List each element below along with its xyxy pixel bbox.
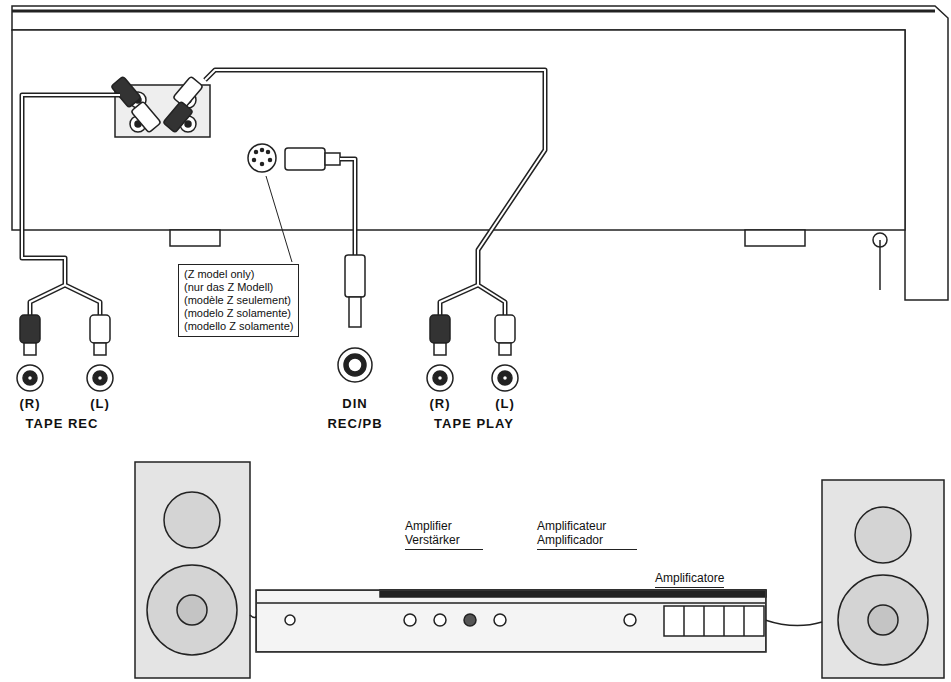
rca-plugs-and-jacks (492, 365, 518, 391)
din-socket-and-plug (248, 144, 276, 172)
callout-leader (266, 176, 292, 262)
amplifier-front (285, 615, 295, 625)
cables (22, 95, 120, 315)
tape-deck-housing (12, 10, 935, 13)
din-cable-plug-and-jack (349, 297, 361, 327)
din-socket-and-plug (255, 151, 258, 154)
note-text: (nur das Z Modell) (184, 281, 293, 294)
rca-plugs-and-jacks (28, 376, 33, 381)
rca-plugs-and-jacks (94, 343, 106, 355)
din-socket-and-plug (267, 151, 270, 154)
jack-label: (R) (429, 396, 450, 411)
cables (340, 159, 355, 255)
speakers (822, 480, 944, 678)
note-text: (Z model only) (184, 268, 293, 281)
rca-plugs-and-jacks (427, 365, 453, 391)
note-text: (modelo Z solamente) (184, 307, 293, 320)
din-cable-plug-and-jack (338, 348, 372, 382)
speakers (135, 462, 250, 678)
tape-deck-housing (745, 230, 805, 246)
din-cable-plug-and-jack (338, 255, 372, 382)
rca-plugs-and-jacks (24, 343, 36, 355)
callout-leader (266, 176, 292, 262)
amplifier-front (703, 606, 705, 636)
tape-deck-housing (170, 230, 220, 246)
rca-plugs-and-jacks (93, 371, 107, 385)
rca-plugs-and-jacks (23, 371, 37, 385)
din-cable-plug-and-jack (348, 358, 362, 372)
jack-label: TAPE REC (26, 416, 99, 431)
speakers (135, 462, 944, 678)
amplifier-front (494, 614, 506, 626)
rca-plugs-in-deck (131, 101, 161, 133)
amplifier-front (434, 614, 446, 626)
rca-plugs-and-jacks (503, 376, 508, 381)
rca-plugs-and-jacks (433, 371, 447, 385)
amplifier-front (723, 606, 725, 636)
jack-panel (185, 121, 191, 127)
rca-plugs-and-jacks (438, 376, 443, 381)
amplifier-label: Amplificatore (655, 571, 724, 588)
speaker-wires (765, 620, 822, 626)
rca-plugs-in-deck (163, 101, 193, 133)
amplifier-label: Amplifier Verstärker (405, 519, 483, 550)
rca-plugs-and-jacks (430, 315, 450, 343)
rca-plugs-and-jacks (499, 343, 511, 355)
note-text: (modèle Z seulement) (184, 294, 293, 307)
amplifier-front (256, 602, 766, 604)
speakers (838, 575, 928, 665)
cables (22, 95, 120, 315)
speakers (177, 595, 207, 625)
amplifier-label: Amplificateur Amplificador (537, 519, 637, 550)
rca-plugs-and-jacks (90, 315, 110, 343)
note-text: (modello Z solamente) (184, 320, 293, 333)
speakers (868, 605, 898, 635)
cables (340, 159, 355, 255)
jack-label: (L) (90, 396, 110, 411)
jack-label: (L) (495, 396, 515, 411)
din-socket-and-plug (253, 159, 256, 162)
rca-plugs-and-jacks (495, 315, 515, 343)
amplifier-front (380, 590, 766, 597)
amplifier-front (464, 614, 476, 626)
rca-plugs-and-jacks (20, 315, 40, 343)
rca-plugs-and-jacks (434, 343, 446, 355)
din-socket-and-plug (248, 144, 340, 172)
amplifier-front (624, 614, 636, 626)
amplifier-front (743, 606, 745, 636)
rca-plugs-and-jacks (87, 365, 113, 391)
amplifier-front (256, 590, 766, 652)
rca-plugs-and-jacks (98, 376, 103, 381)
din-socket-and-plug (261, 149, 264, 152)
amplifier-front (664, 606, 764, 636)
amplifier-front (683, 606, 685, 636)
amplifier-front (404, 614, 416, 626)
rca-plugs-in-deck (173, 76, 203, 108)
din-socket-and-plug (285, 148, 325, 170)
rca-plugs-and-jacks (498, 371, 512, 385)
din-cable-plug-and-jack (344, 354, 366, 376)
amplifier-front (256, 590, 766, 652)
din-cable-plug-and-jack (345, 255, 365, 297)
speakers (164, 492, 220, 548)
rca-plugs-and-jacks (17, 365, 43, 391)
rca-plugs-in-deck (111, 76, 141, 108)
speakers (855, 507, 911, 563)
din-socket-and-plug (269, 159, 272, 162)
rca-plugs-and-jacks (17, 315, 518, 391)
din-socket-and-plug (325, 153, 340, 165)
note-box: (Z model only)(nur das Z Modell)(modèle … (178, 264, 299, 337)
rca-plugs-in-deck (111, 76, 203, 133)
tape-deck-housing (879, 240, 881, 290)
jack-label: REC/PB (327, 416, 382, 431)
din-socket-and-plug (261, 163, 264, 166)
speakers (147, 565, 237, 655)
tape-deck-housing (12, 30, 905, 230)
jack-label: DIN (342, 396, 367, 411)
amplifier-box: Amplifier VerstärkerAmplificateur Amplif… (256, 590, 766, 652)
jack-label: TAPE PLAY (434, 416, 514, 431)
jack-label: (R) (19, 396, 40, 411)
